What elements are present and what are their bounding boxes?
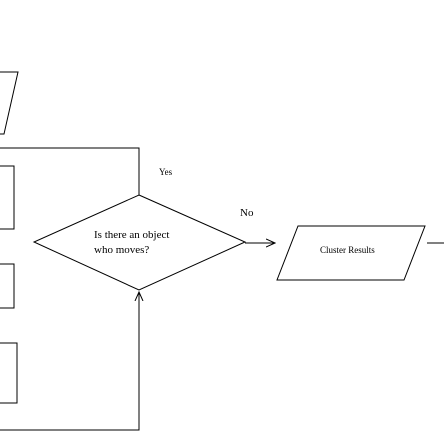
process-box-partial-2 xyxy=(0,263,15,309)
yes-loop-connector xyxy=(0,147,140,195)
cluster-results-parallelogram xyxy=(276,225,426,281)
decision-text-line1: Is there an object xyxy=(94,229,169,241)
decision-text-line2: who moves? xyxy=(94,244,149,256)
yes-label: Yes xyxy=(159,167,173,177)
return-loop-connector xyxy=(0,292,139,431)
cluster-results-label: Cluster Results xyxy=(320,245,375,255)
no-label: No xyxy=(240,207,254,219)
input-parallelogram-partial xyxy=(0,71,19,135)
process-box-partial-3 xyxy=(0,342,18,404)
process-box-partial-1 xyxy=(0,165,15,230)
decision-diamond xyxy=(32,194,247,291)
